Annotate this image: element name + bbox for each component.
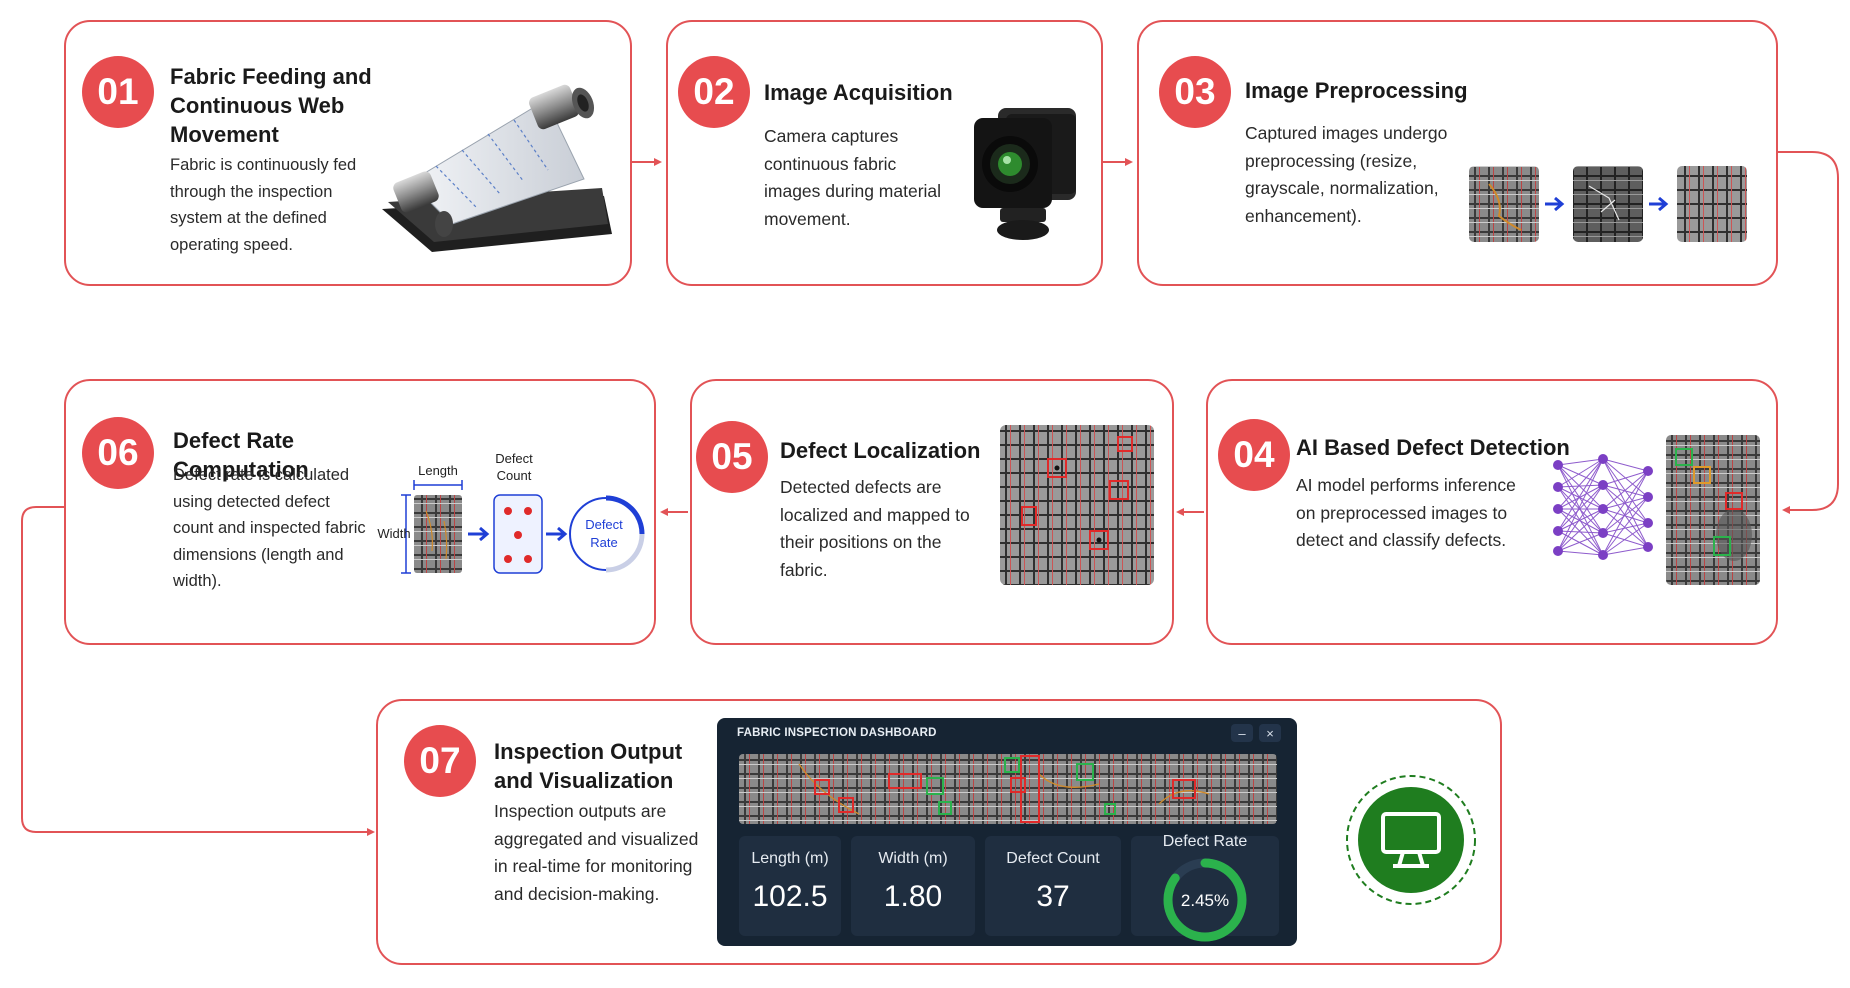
stat-value: 1.80 xyxy=(883,880,943,913)
step-title: Fabric Feeding and Continuous Web Moveme… xyxy=(170,64,372,147)
step-01-card: 01 Fabric Feeding and Continuous Web Mov… xyxy=(64,20,632,286)
network-node xyxy=(1553,546,1563,556)
step-description: Camera captures continuous fabric images… xyxy=(764,126,942,229)
step-title: Inspection Output and Visualization xyxy=(494,739,683,793)
fabric-roller-icon xyxy=(382,84,612,252)
width-label: Width xyxy=(377,526,410,541)
step-description: Captured images undergo preprocessing (r… xyxy=(1245,123,1448,226)
step-title: Defect Localization xyxy=(780,438,981,463)
defect-rate-value: 2.45% xyxy=(1181,891,1229,910)
stat-label: Defect Rate xyxy=(1162,833,1248,850)
network-node xyxy=(1598,454,1608,464)
network-node xyxy=(1643,492,1653,502)
step-05-card: 05 Defect Localization Detected defects … xyxy=(690,379,1174,645)
step-description: Fabric is continuously fed through the i… xyxy=(170,156,357,254)
network-node xyxy=(1598,550,1608,560)
step-description: Detected defects are localized and mappe… xyxy=(780,477,970,580)
network-node xyxy=(1553,482,1563,492)
preprocessing-sequence xyxy=(1469,166,1747,242)
arrow-icon xyxy=(546,526,568,542)
monitor-icon xyxy=(1346,775,1476,905)
network-node xyxy=(1553,526,1563,536)
arrow-icon xyxy=(1545,196,1565,212)
step-number-badge: 06 xyxy=(82,417,154,489)
network-node xyxy=(1598,528,1608,538)
stat-value: 37 xyxy=(1036,880,1070,913)
step-03-card: 03 Image Preprocessing Captured images u… xyxy=(1137,20,1778,286)
network-node xyxy=(1643,518,1653,528)
localized-defects-image xyxy=(1000,425,1154,585)
step-title: Defect Rate Computation xyxy=(173,428,309,482)
step-02-card: 02 Image Acquisition Camera captures con… xyxy=(666,20,1103,286)
step-title: AI Based Defect Detection xyxy=(1296,435,1570,460)
fabric-preview-strip xyxy=(739,754,1277,824)
step-number-badge: 02 xyxy=(678,56,750,128)
inspection-dashboard: FABRIC INSPECTION DASHBOARD – × Length (… xyxy=(717,718,1297,946)
step-number-badge: 01 xyxy=(82,56,154,128)
network-node xyxy=(1643,466,1653,476)
step-title: Image Preprocessing xyxy=(1245,78,1468,103)
network-node xyxy=(1553,460,1563,470)
step-number-badge: 05 xyxy=(696,421,768,493)
step-number-badge: 04 xyxy=(1218,419,1290,491)
length-label: Length xyxy=(418,463,458,478)
network-node xyxy=(1553,504,1563,514)
step-number-badge: 03 xyxy=(1159,56,1231,128)
step-description: AI model performs inference on preproces… xyxy=(1296,475,1516,550)
defect-rate-gauge: 2.45% xyxy=(1163,858,1247,942)
step-04-card: 04 AI Based Defect Detection AI model pe… xyxy=(1206,379,1778,645)
neural-network-icon xyxy=(1553,454,1653,560)
stat-value: 102.5 xyxy=(752,880,828,913)
stat-label: Length (m) xyxy=(751,850,829,867)
step-number-badge: 07 xyxy=(404,725,476,797)
arrow-03-to-04 xyxy=(1778,151,1839,514)
stat-label: Width (m) xyxy=(878,850,948,867)
step-title: Image Acquisition xyxy=(764,80,953,105)
step-description: Inspection outputs are aggregated and vi… xyxy=(494,801,699,904)
close-button[interactable]: × xyxy=(1259,724,1281,742)
step-06-card: 06 Defect Rate Computation Defect rate i… xyxy=(64,379,656,645)
stat-label: Defect Count xyxy=(1006,850,1100,867)
arrow-icon xyxy=(1649,196,1669,212)
defect-count-stat: Defect Count 37 xyxy=(985,836,1121,936)
arrow-06-to-07 xyxy=(21,506,375,836)
dashboard-title: FABRIC INSPECTION DASHBOARD xyxy=(737,727,937,739)
industrial-camera-icon xyxy=(974,108,1076,240)
arrow-icon xyxy=(468,526,490,542)
width-stat: Width (m) 1.80 xyxy=(851,836,975,936)
network-node xyxy=(1643,542,1653,552)
network-node xyxy=(1598,480,1608,490)
minimize-button[interactable]: – xyxy=(1231,724,1253,742)
step-description: Defect rate is calculated using detected… xyxy=(173,466,366,590)
network-node xyxy=(1598,504,1608,514)
defect-rate-stat: Defect Rate 2.45% xyxy=(1131,833,1279,942)
defect-detections-image xyxy=(1666,435,1760,585)
length-stat: Length (m) 102.5 xyxy=(739,836,841,936)
